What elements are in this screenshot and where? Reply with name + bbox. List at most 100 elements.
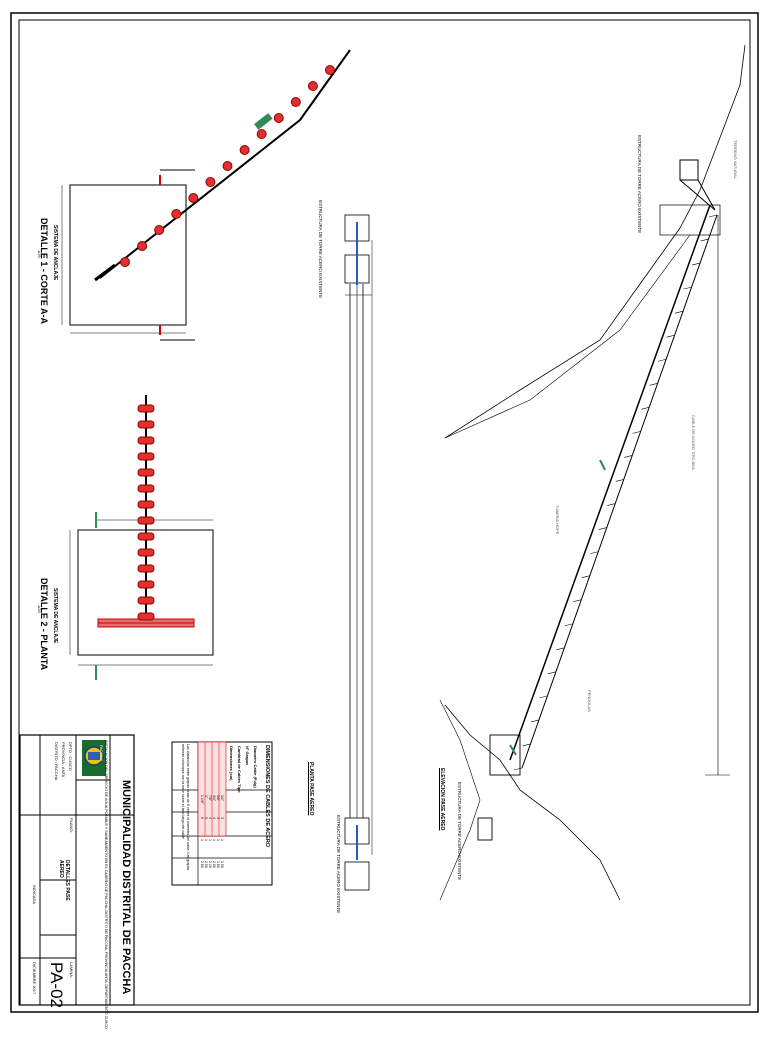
elevation-hangers xyxy=(513,214,718,771)
cable-clamp xyxy=(137,468,155,477)
cable-clamp xyxy=(307,81,318,91)
cable-clamp xyxy=(256,129,267,139)
title-block xyxy=(19,734,135,1006)
outer-border xyxy=(10,12,759,1013)
cable-table-cell: 1 xyxy=(212,839,216,841)
hanger-line xyxy=(624,455,633,458)
cable-table-cell: 1 1/8" xyxy=(200,795,204,805)
detail1-scale: 1/25 xyxy=(37,250,42,258)
cable-table-cell: 1 xyxy=(220,839,224,841)
hanger-line xyxy=(598,527,607,530)
hanger-line xyxy=(632,431,641,434)
hanger-line xyxy=(590,551,599,554)
cable-table-cell: 1 xyxy=(208,839,212,841)
hanger-line xyxy=(666,334,675,338)
detail2-clamps xyxy=(137,404,155,621)
plan-tower-label-bottom: ESTRUCTURA DE TORRE ACERO EXISTENTE xyxy=(336,815,341,914)
hanger-line xyxy=(513,767,523,771)
cable-clamp xyxy=(325,65,335,75)
plan-view-drawing xyxy=(344,214,373,891)
hanger-line xyxy=(556,647,565,651)
cable-clamp xyxy=(222,161,233,171)
cable-table-cell: 5/8" xyxy=(216,795,220,802)
cable-clamp xyxy=(188,193,199,203)
cable-clamp xyxy=(137,420,155,429)
pipe-label: TUBERIA HDPE xyxy=(555,505,560,535)
municipality-logo xyxy=(82,740,106,776)
hanger-line xyxy=(700,238,709,242)
sheet-scale: INDICADA xyxy=(32,885,37,905)
sheet-label: LAMINA: xyxy=(69,962,74,979)
tower-label-top: ESTRUCTURA DE TORRE ACERO EXISTENTE xyxy=(637,135,642,234)
cable-table-cell: 1/2" xyxy=(220,795,224,802)
cable-clamp xyxy=(137,612,155,621)
location-province: PROVINCIA : ANTA xyxy=(61,742,66,778)
cable-clamp xyxy=(137,580,155,589)
logo-caption: PACCHA xyxy=(99,745,104,762)
hanger-line xyxy=(658,358,667,362)
project-description: INSTALACION DEL SERVICIO DE AGUA POTABLE… xyxy=(104,740,108,1029)
cable-clamp xyxy=(137,241,148,251)
cable-table-cell: 1 xyxy=(200,839,204,841)
cable-table-header: Dimensiones (cm) xyxy=(229,746,234,781)
ground-label: TERRENO NATURAL xyxy=(733,140,738,180)
hanger-line xyxy=(564,623,573,627)
elevation-drawing xyxy=(439,44,746,901)
cable-table-cell: 1" xyxy=(204,795,208,799)
hanger-line xyxy=(615,479,624,482)
elevation-title: ELEVACION PASE AEREO xyxy=(439,768,445,831)
cable-clamp xyxy=(137,404,155,413)
cable-clamp xyxy=(137,596,155,605)
cable-clamp xyxy=(239,145,250,155)
cable-clamp xyxy=(273,113,284,123)
location-district: DISTRITO : PACCHA xyxy=(54,742,59,781)
hanger-line xyxy=(641,407,650,410)
cable-table-cell: 2.80 xyxy=(200,861,204,868)
cable-clamp xyxy=(290,97,301,107)
cable-table-cell: 1.80 xyxy=(216,861,220,868)
cable-clamp xyxy=(120,257,130,267)
cable-clamp xyxy=(154,225,165,235)
plan-label: PLANO: xyxy=(69,818,74,833)
hanger-line xyxy=(573,599,582,602)
hanger-line xyxy=(691,262,701,266)
hanger-line xyxy=(649,383,658,386)
sheet-number: PA-02 xyxy=(47,962,66,1008)
cable-clamp xyxy=(137,500,155,509)
cable-table-cell: 3/4" xyxy=(212,795,216,802)
cable-clamp xyxy=(137,436,155,445)
hanger-line xyxy=(530,719,540,723)
hanger-line xyxy=(675,310,684,314)
cable-table-header: Diametro Cable (Pulg) xyxy=(253,746,258,788)
cable-table-cell: 3 xyxy=(216,817,220,819)
plan-title: DETALLES PASE AEREO xyxy=(58,860,70,901)
hanger-line xyxy=(683,286,692,290)
inner-border xyxy=(18,19,751,1006)
cable-clamp xyxy=(205,177,216,187)
cable-table-cell: 3 xyxy=(220,817,224,819)
hanger-line xyxy=(708,214,718,218)
hanger-line xyxy=(607,503,616,506)
detail2-scale: 1/25 xyxy=(37,605,42,613)
cable-table-note: Las distancias entre grapas seran de 6 v… xyxy=(181,744,190,871)
cable-table-cell: 7/8" xyxy=(208,795,212,802)
cable-table xyxy=(171,741,273,886)
hanger-line xyxy=(547,671,556,675)
cable-label: CABLE DE ACERO TIPO BOA xyxy=(691,415,696,470)
plan-tower-label-top: ESTRUCTURA DE TORRE ACERO EXISTENTE xyxy=(318,200,323,299)
cable-table-cell: 2.50 xyxy=(204,861,208,868)
cable-table-cell: 4 xyxy=(208,817,212,819)
detail2-title: DETALLE 2 - PLANTA xyxy=(39,578,49,671)
hanger-line xyxy=(539,695,548,699)
cable-table-cell: 1.50 xyxy=(220,861,224,868)
cable-table-cell: 1 xyxy=(204,839,208,841)
detail1-drawing xyxy=(61,49,351,341)
cable-clamp xyxy=(137,452,155,461)
detail1-subtitle: SISTEMA DE ANCLAJE xyxy=(52,225,58,281)
cable-table-cell: 5 xyxy=(204,817,208,819)
cable-table-cell: 4 xyxy=(212,817,216,819)
cable-table-cell: 1 xyxy=(216,839,220,841)
cable-clamp xyxy=(137,516,155,525)
cable-clamp xyxy=(137,484,155,493)
